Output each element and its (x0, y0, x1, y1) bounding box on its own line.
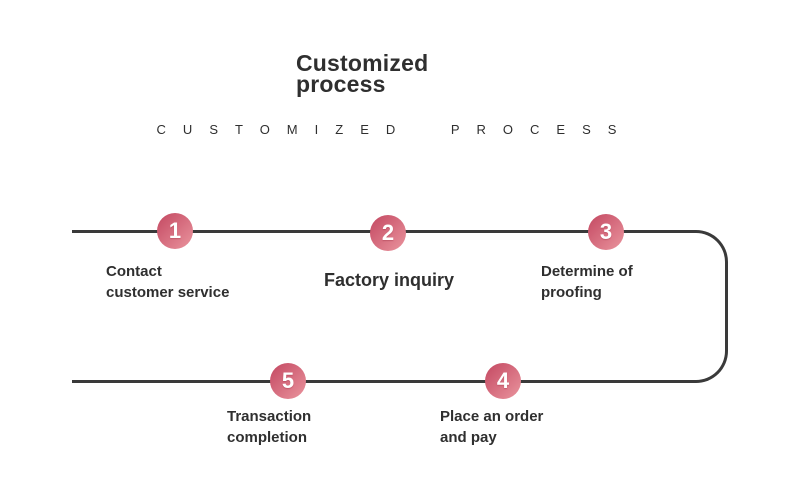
step-circle-1: 1 (157, 213, 193, 249)
step-label-factory-inquiry: Factory inquiry (324, 270, 455, 290)
process-flow-line (72, 230, 728, 383)
step-label-contact-customer-service: Contact customer service (106, 263, 230, 301)
step-label-determine-of-proofing: Determine of proofing (541, 263, 633, 301)
step-label-transaction-completion: Transaction completion (227, 408, 312, 446)
page-title: Customized process (296, 50, 429, 97)
step-circle-2: 2 (370, 215, 406, 251)
page-title-line1: Customized (296, 50, 429, 76)
page-title-line2: process (296, 71, 386, 97)
step-circle-4: 4 (485, 363, 521, 399)
page-subtitle: CUSTOMIZED PROCESS (156, 122, 634, 137)
step-circle-5: 5 (270, 363, 306, 399)
step-circle-3: 3 (588, 214, 624, 250)
step-label-place-an-order-and-pay: Place an order and pay (440, 408, 544, 446)
